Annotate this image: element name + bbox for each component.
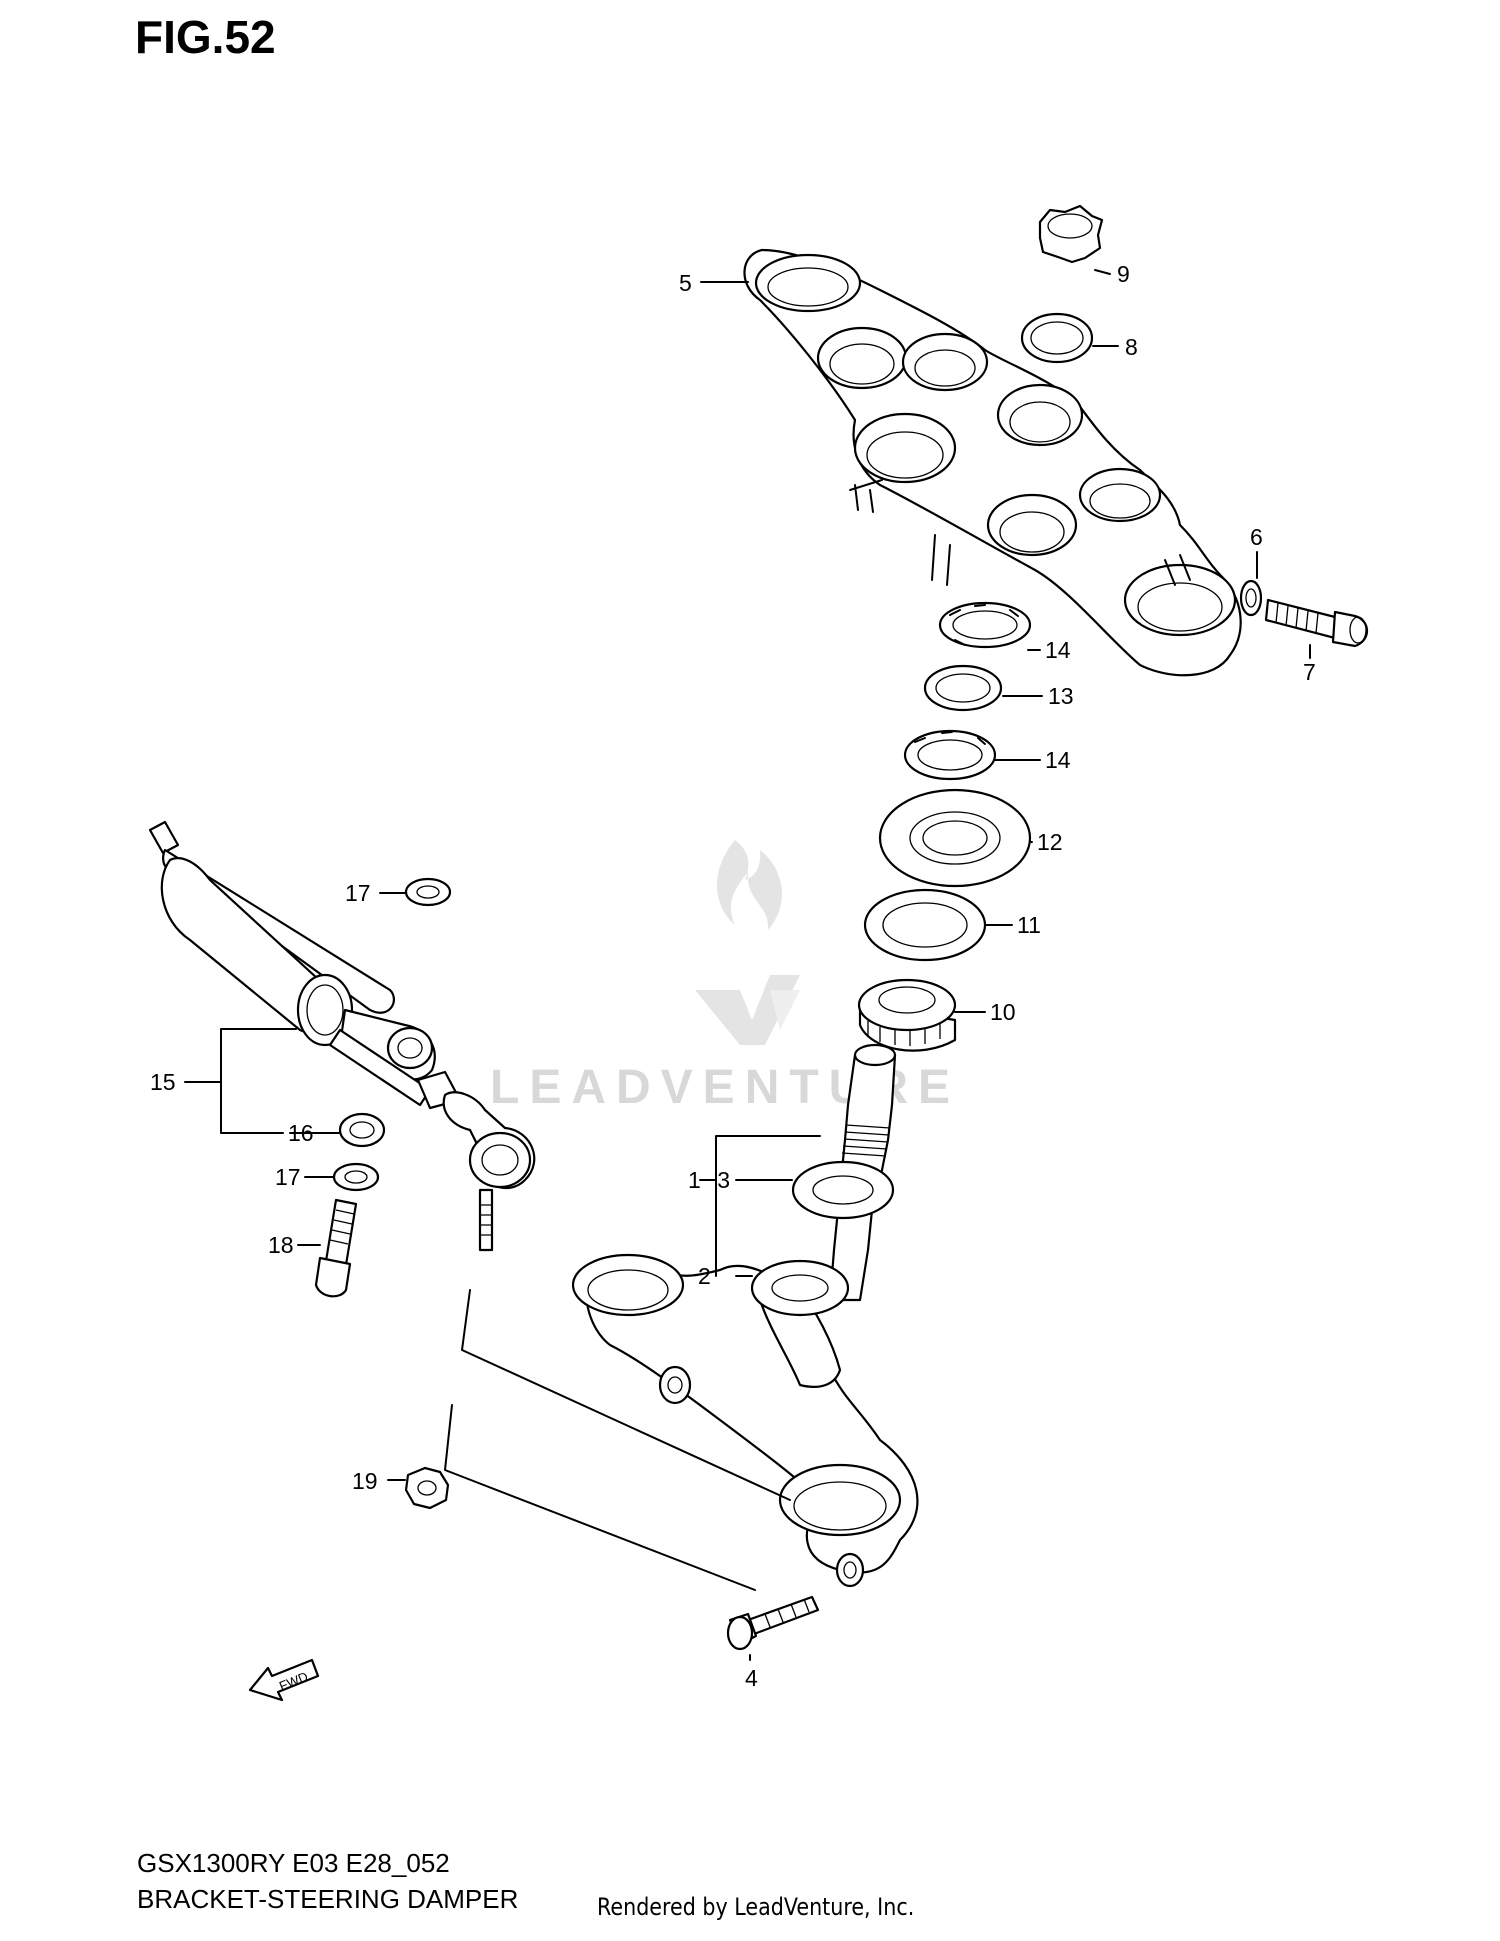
washer-part-8[interactable] <box>1020 312 1094 364</box>
callout-10: 10 <box>990 999 1016 1025</box>
upper-bracket-part-5[interactable] <box>743 248 1242 677</box>
callout-17-lower: 17 <box>275 1164 301 1190</box>
render-credit: Rendered by LeadVenture, Inc. <box>597 1893 915 1921</box>
dust-seal-part-12[interactable] <box>878 788 1032 888</box>
washer-upper-part-17[interactable] <box>404 877 452 907</box>
callout-17-upper: 17 <box>345 880 371 906</box>
bushing-part-16[interactable] <box>338 1112 386 1148</box>
callout-14-lower: 14 <box>1045 747 1071 773</box>
steering-damper-part-15[interactable] <box>148 820 536 1252</box>
callout-15: 15 <box>150 1069 176 1095</box>
callout-6: 6 <box>1250 524 1263 550</box>
figure-title: FIG.52 <box>135 11 276 63</box>
bolt-part-4[interactable] <box>726 1595 820 1651</box>
washer-lower-part-17[interactable] <box>332 1162 380 1192</box>
callout-labels: 1 2 3 4 5 6 7 8 9 10 11 12 13 14 14 15 1… <box>150 261 1316 1691</box>
assembly-lines <box>444 1289 791 1591</box>
washer-part-13[interactable] <box>923 664 1003 712</box>
callout-18: 18 <box>268 1232 294 1258</box>
callout-3: 3 <box>717 1167 730 1193</box>
callout-13: 13 <box>1048 683 1074 709</box>
bolt-part-18[interactable] <box>314 1198 358 1298</box>
washer-part-6[interactable] <box>1239 579 1263 617</box>
callout-11: 11 <box>1017 912 1041 938</box>
model-caption: GSX1300RY E03 E28_052 <box>137 1848 450 1878</box>
bearing-part-2[interactable] <box>750 1259 850 1317</box>
clamp-bolt-part-7[interactable] <box>1264 598 1369 648</box>
callout-5: 5 <box>679 270 692 296</box>
callout-8: 8 <box>1125 334 1138 360</box>
callout-19: 19 <box>352 1468 378 1494</box>
seal-part-11[interactable] <box>863 888 987 962</box>
part-name-caption: BRACKET-STEERING DAMPER <box>137 1884 519 1914</box>
callout-9: 9 <box>1117 261 1130 287</box>
lock-nut-lower-part-14[interactable] <box>903 729 997 781</box>
fwd-direction-arrow: FWD <box>248 1658 320 1702</box>
seal-part-3[interactable] <box>791 1160 895 1220</box>
bearing-part-10[interactable] <box>857 978 957 1052</box>
callout-4: 4 <box>745 1665 758 1691</box>
callout-1: 1 <box>688 1167 701 1193</box>
callout-14-upper: 14 <box>1045 637 1071 663</box>
callout-7: 7 <box>1303 659 1316 685</box>
nut-part-19[interactable] <box>404 1466 450 1510</box>
lock-nut-upper-part-14[interactable] <box>938 601 1032 649</box>
callout-16: 16 <box>288 1120 314 1146</box>
callout-12: 12 <box>1037 829 1063 855</box>
steering-stem-part-1[interactable] <box>571 1043 919 1588</box>
stem-nut-part-9[interactable] <box>1038 204 1104 264</box>
callout-2: 2 <box>698 1263 711 1289</box>
leader-lines <box>184 269 1311 1661</box>
